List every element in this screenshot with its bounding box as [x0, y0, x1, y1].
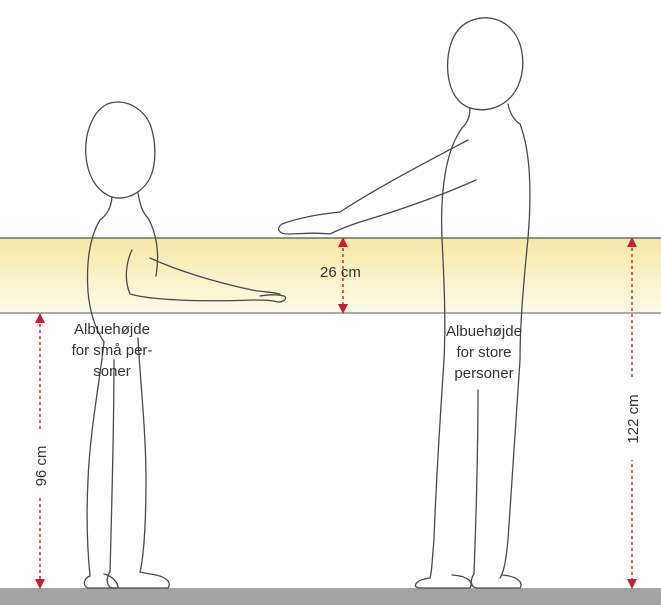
- small-caption-line-1: Albuehøjde: [74, 321, 150, 338]
- small-person-caption: Albuehøjde for små per- soner: [72, 321, 153, 380]
- large-height-label: 122 cm: [625, 394, 642, 443]
- floor: [0, 588, 661, 605]
- small-caption-line-2: for små per-: [72, 342, 153, 359]
- large-caption-line-2: for store: [456, 344, 511, 361]
- small-height-label-bg: [30, 432, 50, 498]
- elbow-height-band: [0, 238, 661, 313]
- small-height-label: 96 cm: [33, 446, 50, 487]
- band-range-label: 26 cm: [320, 264, 361, 281]
- adult-figure: [277, 17, 531, 589]
- large-caption-line-3: personer: [454, 365, 513, 382]
- child-figure: [83, 101, 287, 589]
- small-caption-line-3: soner: [93, 363, 131, 380]
- large-caption-line-1: Albuehøjde: [446, 323, 522, 340]
- large-height-label-bg: [622, 378, 642, 460]
- large-person-caption: Albuehøjde for store personer: [446, 323, 522, 382]
